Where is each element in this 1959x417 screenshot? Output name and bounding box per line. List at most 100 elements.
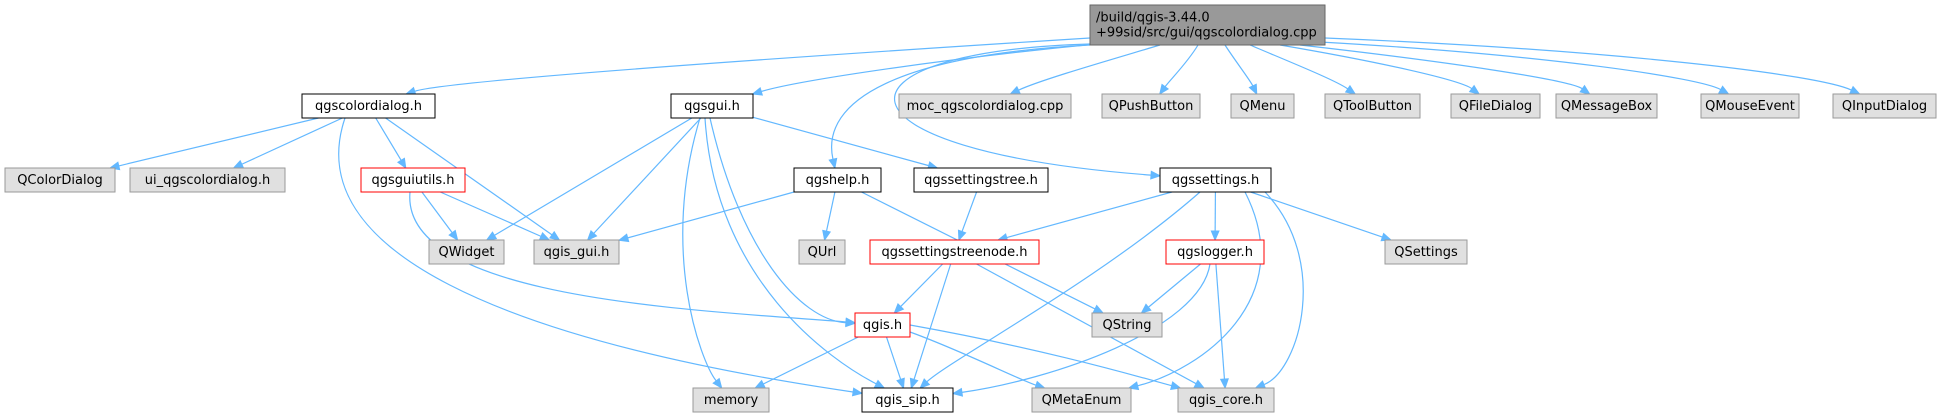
edge-qgsgui_h-to-qgis_gui_h: [586, 117, 702, 241]
node-box: [1832, 93, 1937, 119]
edge-qgis_h-to-memory: [754, 336, 859, 389]
node-box: [129, 167, 286, 193]
node-box: [1700, 93, 1800, 119]
arrowhead-icon: [845, 317, 857, 327]
node-qgssettings-h[interactable]: qgssettings.h: [1159, 167, 1272, 193]
node-QSettings[interactable]: QSettings: [1384, 239, 1468, 265]
edge-line: [831, 44, 1091, 160]
node-ui-qgscolordialog-h[interactable]: ui_qgscolordialog.h: [129, 167, 286, 193]
node-box: [1555, 93, 1658, 119]
arrowhead-icon: [448, 229, 459, 242]
edge-line: [118, 117, 319, 167]
node-label: qgssettingstree.h: [924, 173, 1038, 188]
arrowhead-icon: [549, 230, 561, 241]
arrowhead-icon: [957, 229, 967, 242]
edge-qgsgui_h-to-QWidget: [485, 117, 693, 241]
node-QColorDialog[interactable]: QColorDialog: [4, 167, 116, 193]
edge-line: [385, 117, 553, 236]
node-box: [1091, 312, 1163, 338]
node-QWidget[interactable]: QWidget: [428, 239, 505, 265]
edge-root-to-qgssettings_h: [893, 43, 1162, 180]
edge-line: [1250, 191, 1383, 238]
node-moc-qgscolordialog-cpp[interactable]: moc_qgscolordialog.cpp: [898, 93, 1072, 119]
node-QMouseEvent[interactable]: QMouseEvent: [1700, 93, 1800, 119]
node-box: [913, 167, 1049, 193]
edge-root-to-qgscolordialog_h: [404, 37, 1091, 96]
edge-root-to-QMessageBox: [1299, 44, 1591, 95]
node-qgis-sip-h[interactable]: qgis_sip.h: [861, 387, 954, 413]
node-QString[interactable]: QString: [1091, 312, 1163, 338]
node-qgsgui-h[interactable]: qgsgui.h: [670, 93, 754, 119]
node-box: [898, 93, 1072, 119]
node-qgis-gui-h[interactable]: qgis_gui.h: [533, 239, 620, 265]
node-QPushButton[interactable]: QPushButton: [1101, 93, 1201, 119]
node-qgssettingstreenode-h[interactable]: qgssettingstreenode.h: [869, 239, 1040, 265]
node-box: [360, 167, 466, 193]
node-QInputDialog[interactable]: QInputDialog: [1832, 93, 1937, 119]
node-qgis-h[interactable]: qgis.h: [854, 312, 911, 338]
edge-line: [1324, 37, 1852, 91]
node-label: moc_qgscolordialog.cpp: [907, 99, 1064, 114]
node-box: [1101, 93, 1201, 119]
arrowhead-icon: [909, 377, 919, 390]
node-memory[interactable]: memory: [692, 387, 770, 413]
node-QToolButton[interactable]: QToolButton: [1324, 93, 1421, 119]
edge-line: [494, 117, 693, 236]
edge-qgscolordialog_h-to-qgsguiutils_h: [375, 117, 407, 170]
edge-qgsguiutils_h-to-QWidget: [421, 191, 459, 242]
node-box: [798, 239, 846, 265]
arrowhead-icon: [1254, 380, 1267, 389]
edge-qgscolordialog_h-to-qgis_gui_h: [385, 117, 561, 241]
edge-line: [704, 117, 877, 385]
node-QFileDialog[interactable]: QFileDialog: [1450, 93, 1541, 119]
node-QUrl[interactable]: QUrl: [798, 239, 846, 265]
arrowhead-icon: [1159, 83, 1170, 96]
node-qgscolordialog-h[interactable]: qgscolordialog.h: [301, 93, 436, 119]
node-label: qgis_sip.h: [875, 393, 939, 408]
edge-line: [885, 336, 902, 380]
node-box: [1324, 93, 1421, 119]
edge-line: [926, 191, 1201, 383]
edge-line: [414, 37, 1091, 92]
arrowhead-icon: [1210, 230, 1220, 242]
node-QMenu[interactable]: QMenu: [1230, 93, 1295, 119]
node-label: qgis.h: [863, 318, 902, 333]
node-qgssettingstree-h[interactable]: qgssettingstree.h: [913, 167, 1049, 193]
arrowhead-icon: [893, 303, 905, 314]
node-label: qgscolordialog.h: [315, 99, 422, 114]
node-qgis-core-h[interactable]: qgis_core.h: [1177, 387, 1275, 413]
edge-line: [338, 117, 854, 393]
edge-line: [1215, 263, 1226, 380]
node-QMetaEnum[interactable]: QMetaEnum: [1031, 387, 1132, 413]
arrowhead-icon: [919, 378, 931, 389]
edge-qgsgui_h-to-qgssettingstree_h: [752, 116, 939, 170]
node-label: QPushButton: [1109, 99, 1194, 114]
edge-line: [900, 263, 944, 308]
edge-line: [761, 43, 1097, 93]
edge-line: [1164, 44, 1199, 88]
node-box: [793, 167, 882, 193]
node-QMessageBox[interactable]: QMessageBox: [1555, 93, 1658, 119]
edge-root-to-QFileDialog: [1279, 44, 1481, 95]
node-box: [1159, 167, 1272, 193]
node-label: qgis_gui.h: [544, 245, 610, 260]
edge-root-to-QToolButton: [1249, 44, 1357, 95]
node-qgsguiutils-h[interactable]: qgsguiutils.h: [360, 167, 466, 193]
arrowhead-icon: [1848, 85, 1861, 95]
edge-line: [1263, 191, 1304, 386]
node-label: qgssettingstreenode.h: [881, 245, 1027, 260]
node-box: [428, 239, 505, 265]
arrowhead-icon: [1140, 303, 1152, 314]
node-label: QMouseEvent: [1705, 99, 1795, 114]
node-qgslogger-h[interactable]: qgslogger.h: [1165, 239, 1265, 265]
edge-line: [961, 191, 978, 232]
node-box: [1165, 239, 1265, 265]
node-qgshelp-h[interactable]: qgshelp.h: [793, 167, 882, 193]
arrowhead-icon: [1468, 84, 1481, 95]
edge-line: [913, 263, 952, 380]
node-label: QMetaEnum: [1042, 393, 1122, 408]
node-box: [861, 387, 954, 413]
edge-line: [909, 324, 1172, 387]
node-label: qgslogger.h: [1177, 245, 1253, 260]
edge-line: [409, 191, 847, 323]
